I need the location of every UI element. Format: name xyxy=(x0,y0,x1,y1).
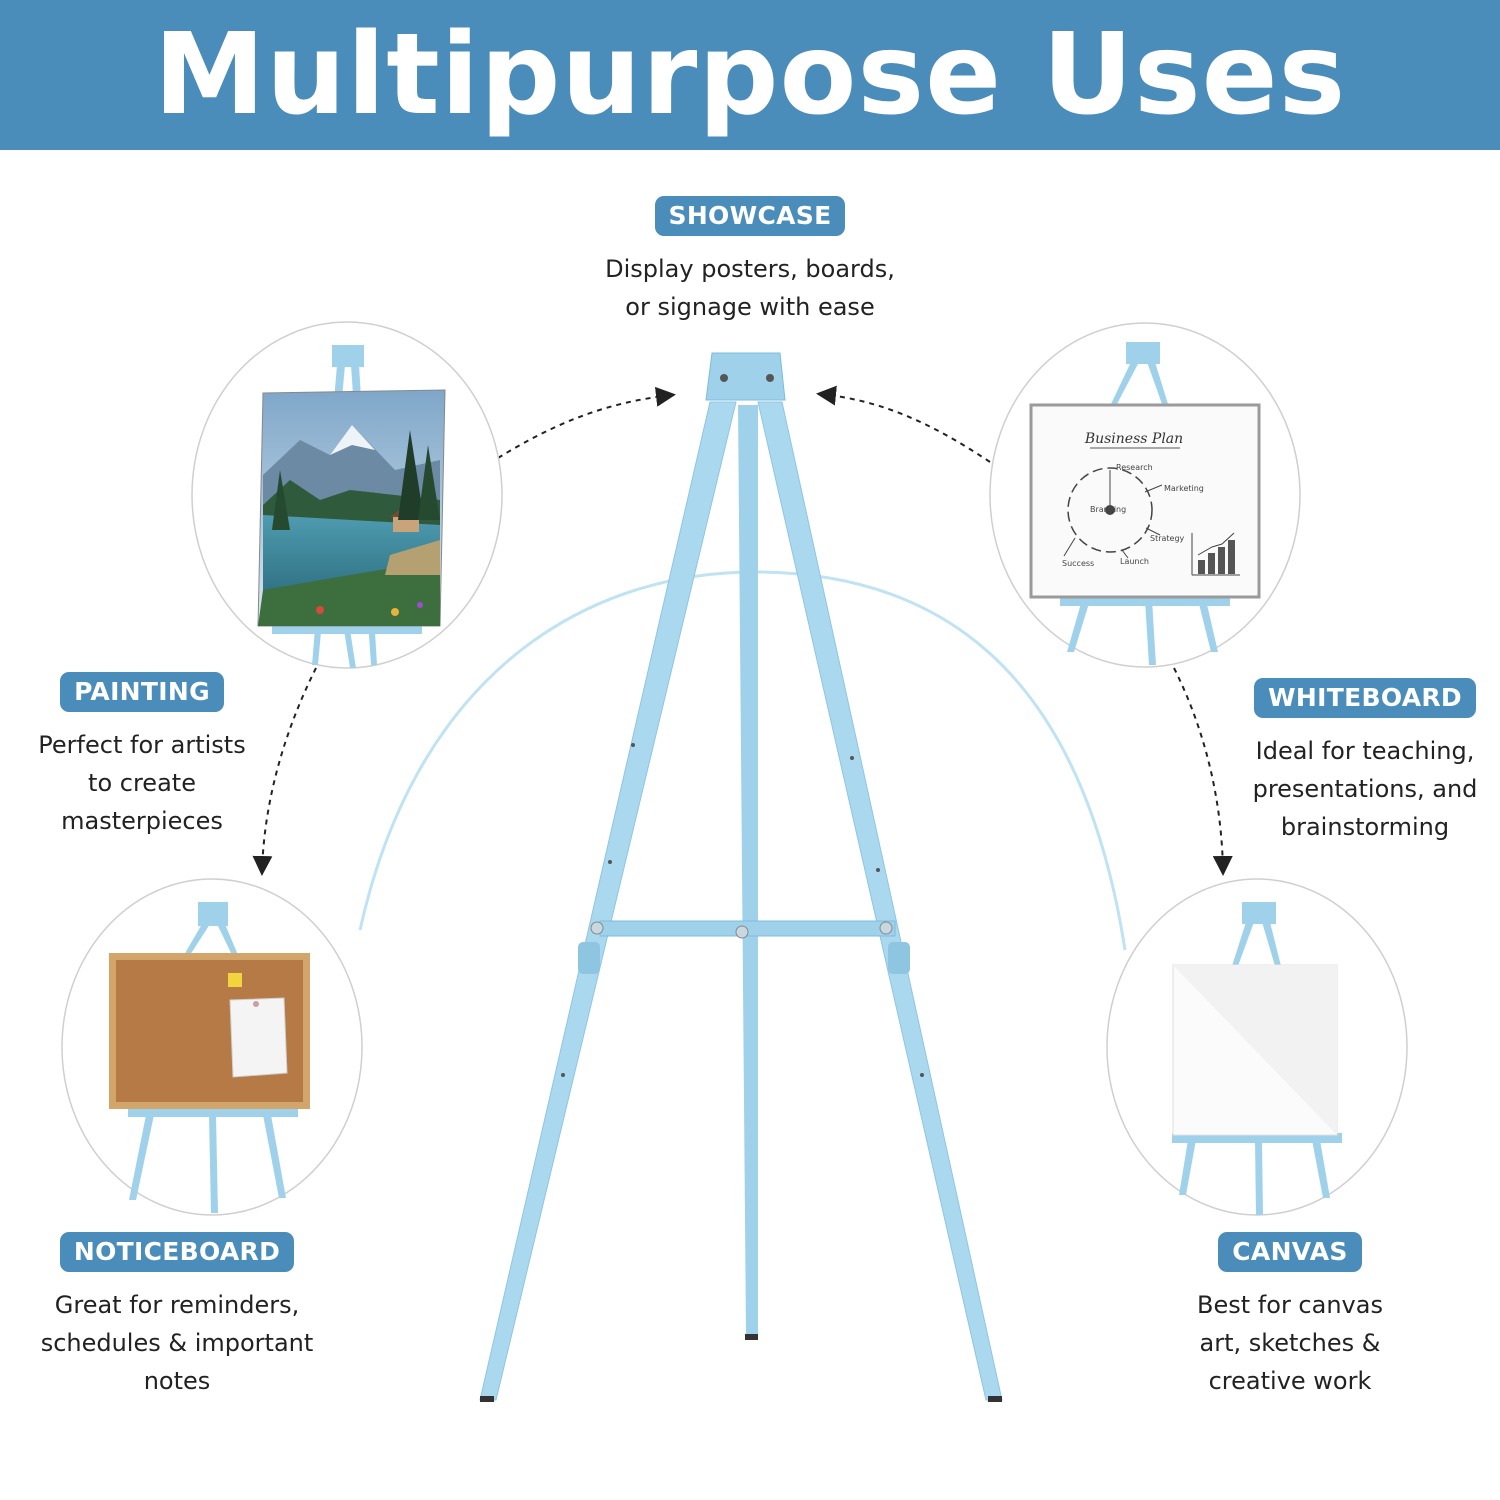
showcase-block: SHOWCASE Display posters, boards, or sig… xyxy=(560,196,940,326)
painting-block: PAINTING Perfect for artists to create m… xyxy=(20,672,264,840)
canvas-line-3: creative work xyxy=(1208,1367,1372,1395)
noticeboard-line-3: notes xyxy=(143,1367,211,1395)
noticeboard-description: Great for reminders, schedules & importa… xyxy=(22,1286,332,1400)
noticeboard-badge: NOTICEBOARD xyxy=(59,1232,295,1272)
arrow-whiteboard-to-easel xyxy=(816,385,991,463)
showcase-line-2: or signage with ease xyxy=(625,293,875,321)
noticeboard-line-2: schedules & important xyxy=(40,1329,314,1357)
whiteboard-line-2: presentations, and xyxy=(1252,775,1478,803)
painting-line-1: Perfect for artists xyxy=(38,731,246,759)
painting-line-3: masterpieces xyxy=(61,807,223,835)
whiteboard-badge: WHITEBOARD xyxy=(1254,678,1476,718)
whiteboard-note-5: Launch xyxy=(1120,557,1149,566)
header-banner: Multipurpose Uses xyxy=(0,0,1500,150)
noticeboard-line-1: Great for reminders, xyxy=(54,1291,300,1319)
canvas-badge: CANVAS xyxy=(1218,1232,1362,1272)
arrow-painting-to-noticeboard xyxy=(252,667,317,876)
showcase-badge: SHOWCASE xyxy=(654,196,846,236)
painting-circle xyxy=(191,321,503,669)
canvas-circle xyxy=(1106,878,1408,1216)
whiteboard-note-2: Branding xyxy=(1090,505,1126,514)
whiteboard-note-3: Strategy xyxy=(1150,534,1185,543)
painting-description: Perfect for artists to create masterpiec… xyxy=(20,726,264,840)
canvas-line-2: art, sketches & xyxy=(1199,1329,1381,1357)
noticeboard-circle xyxy=(61,878,363,1216)
whiteboard-title: Business Plan xyxy=(1084,431,1183,447)
showcase-line-1: Display posters, boards, xyxy=(605,255,895,283)
whiteboard-description: Ideal for teaching, presentations, and b… xyxy=(1230,732,1500,846)
main-easel xyxy=(479,352,1003,1402)
noticeboard-block: NOTICEBOARD Great for reminders, schedul… xyxy=(22,1232,332,1400)
showcase-description: Display posters, boards, or signage with… xyxy=(560,250,940,326)
whiteboard-note-1: Marketing xyxy=(1164,484,1204,493)
whiteboard-circle: Business Plan Research Marketing Brandin… xyxy=(989,322,1301,668)
painting-line-2: to create xyxy=(88,769,196,797)
whiteboard-line-1: Ideal for teaching, xyxy=(1255,737,1475,765)
page-title: Multipurpose Uses xyxy=(153,10,1347,140)
whiteboard-note-0: Research xyxy=(1116,463,1153,472)
canvas-description: Best for canvas art, sketches & creative… xyxy=(1160,1286,1420,1400)
arrow-whiteboard-to-canvas xyxy=(1173,667,1233,876)
decorative-arc xyxy=(358,570,1127,951)
whiteboard-note-4: Success xyxy=(1062,559,1094,568)
whiteboard-line-3: brainstorming xyxy=(1280,813,1450,841)
canvas-line-1: Best for canvas xyxy=(1197,1291,1383,1319)
painting-badge: PAINTING xyxy=(60,672,224,712)
arrow-painting-to-easel xyxy=(497,386,676,459)
canvas-block: CANVAS Best for canvas art, sketches & c… xyxy=(1160,1232,1420,1400)
whiteboard-block: WHITEBOARD Ideal for teaching, presentat… xyxy=(1230,678,1500,846)
